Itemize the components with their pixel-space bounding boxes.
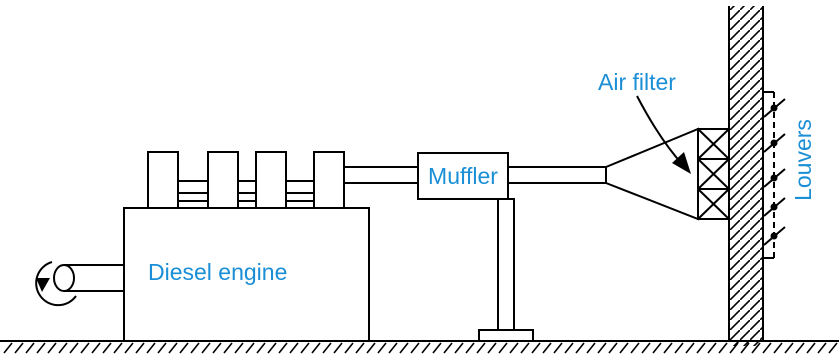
cylinder-1 bbox=[147, 151, 179, 209]
diesel-engine-block bbox=[123, 207, 370, 342]
louver-pivot bbox=[770, 203, 778, 211]
engine-shaft bbox=[35, 261, 124, 307]
cylinder-3 bbox=[255, 151, 287, 209]
rotation-arrow-icon bbox=[35, 261, 77, 307]
louver-pivot bbox=[770, 174, 778, 182]
air-filter-label: Air filter bbox=[598, 69, 676, 95]
wall bbox=[728, 6, 764, 346]
ground-hatch bbox=[3, 342, 838, 354]
muffler-box bbox=[417, 152, 509, 200]
diesel-engine-label: Diesel engine bbox=[148, 259, 287, 285]
engine-cylinders bbox=[147, 151, 345, 209]
cylinder-2 bbox=[207, 151, 239, 209]
ground bbox=[0, 340, 839, 354]
louver-pivot bbox=[770, 232, 778, 240]
exhaust-pipe-2 bbox=[508, 166, 607, 184]
louver-pivot bbox=[770, 104, 778, 112]
cylinder-4 bbox=[313, 151, 345, 209]
air-filter bbox=[605, 127, 730, 221]
air-filter-pointer-arrow-icon bbox=[636, 95, 691, 174]
muffler-stand bbox=[478, 198, 534, 342]
muffler-label: Muffler bbox=[428, 163, 498, 189]
louver-pivot bbox=[770, 139, 778, 147]
louvers-label: Louvers bbox=[790, 119, 816, 201]
exhaust-pipe-1 bbox=[344, 166, 418, 184]
rotation-arrowhead-icon bbox=[36, 278, 50, 292]
louvers bbox=[763, 91, 786, 259]
